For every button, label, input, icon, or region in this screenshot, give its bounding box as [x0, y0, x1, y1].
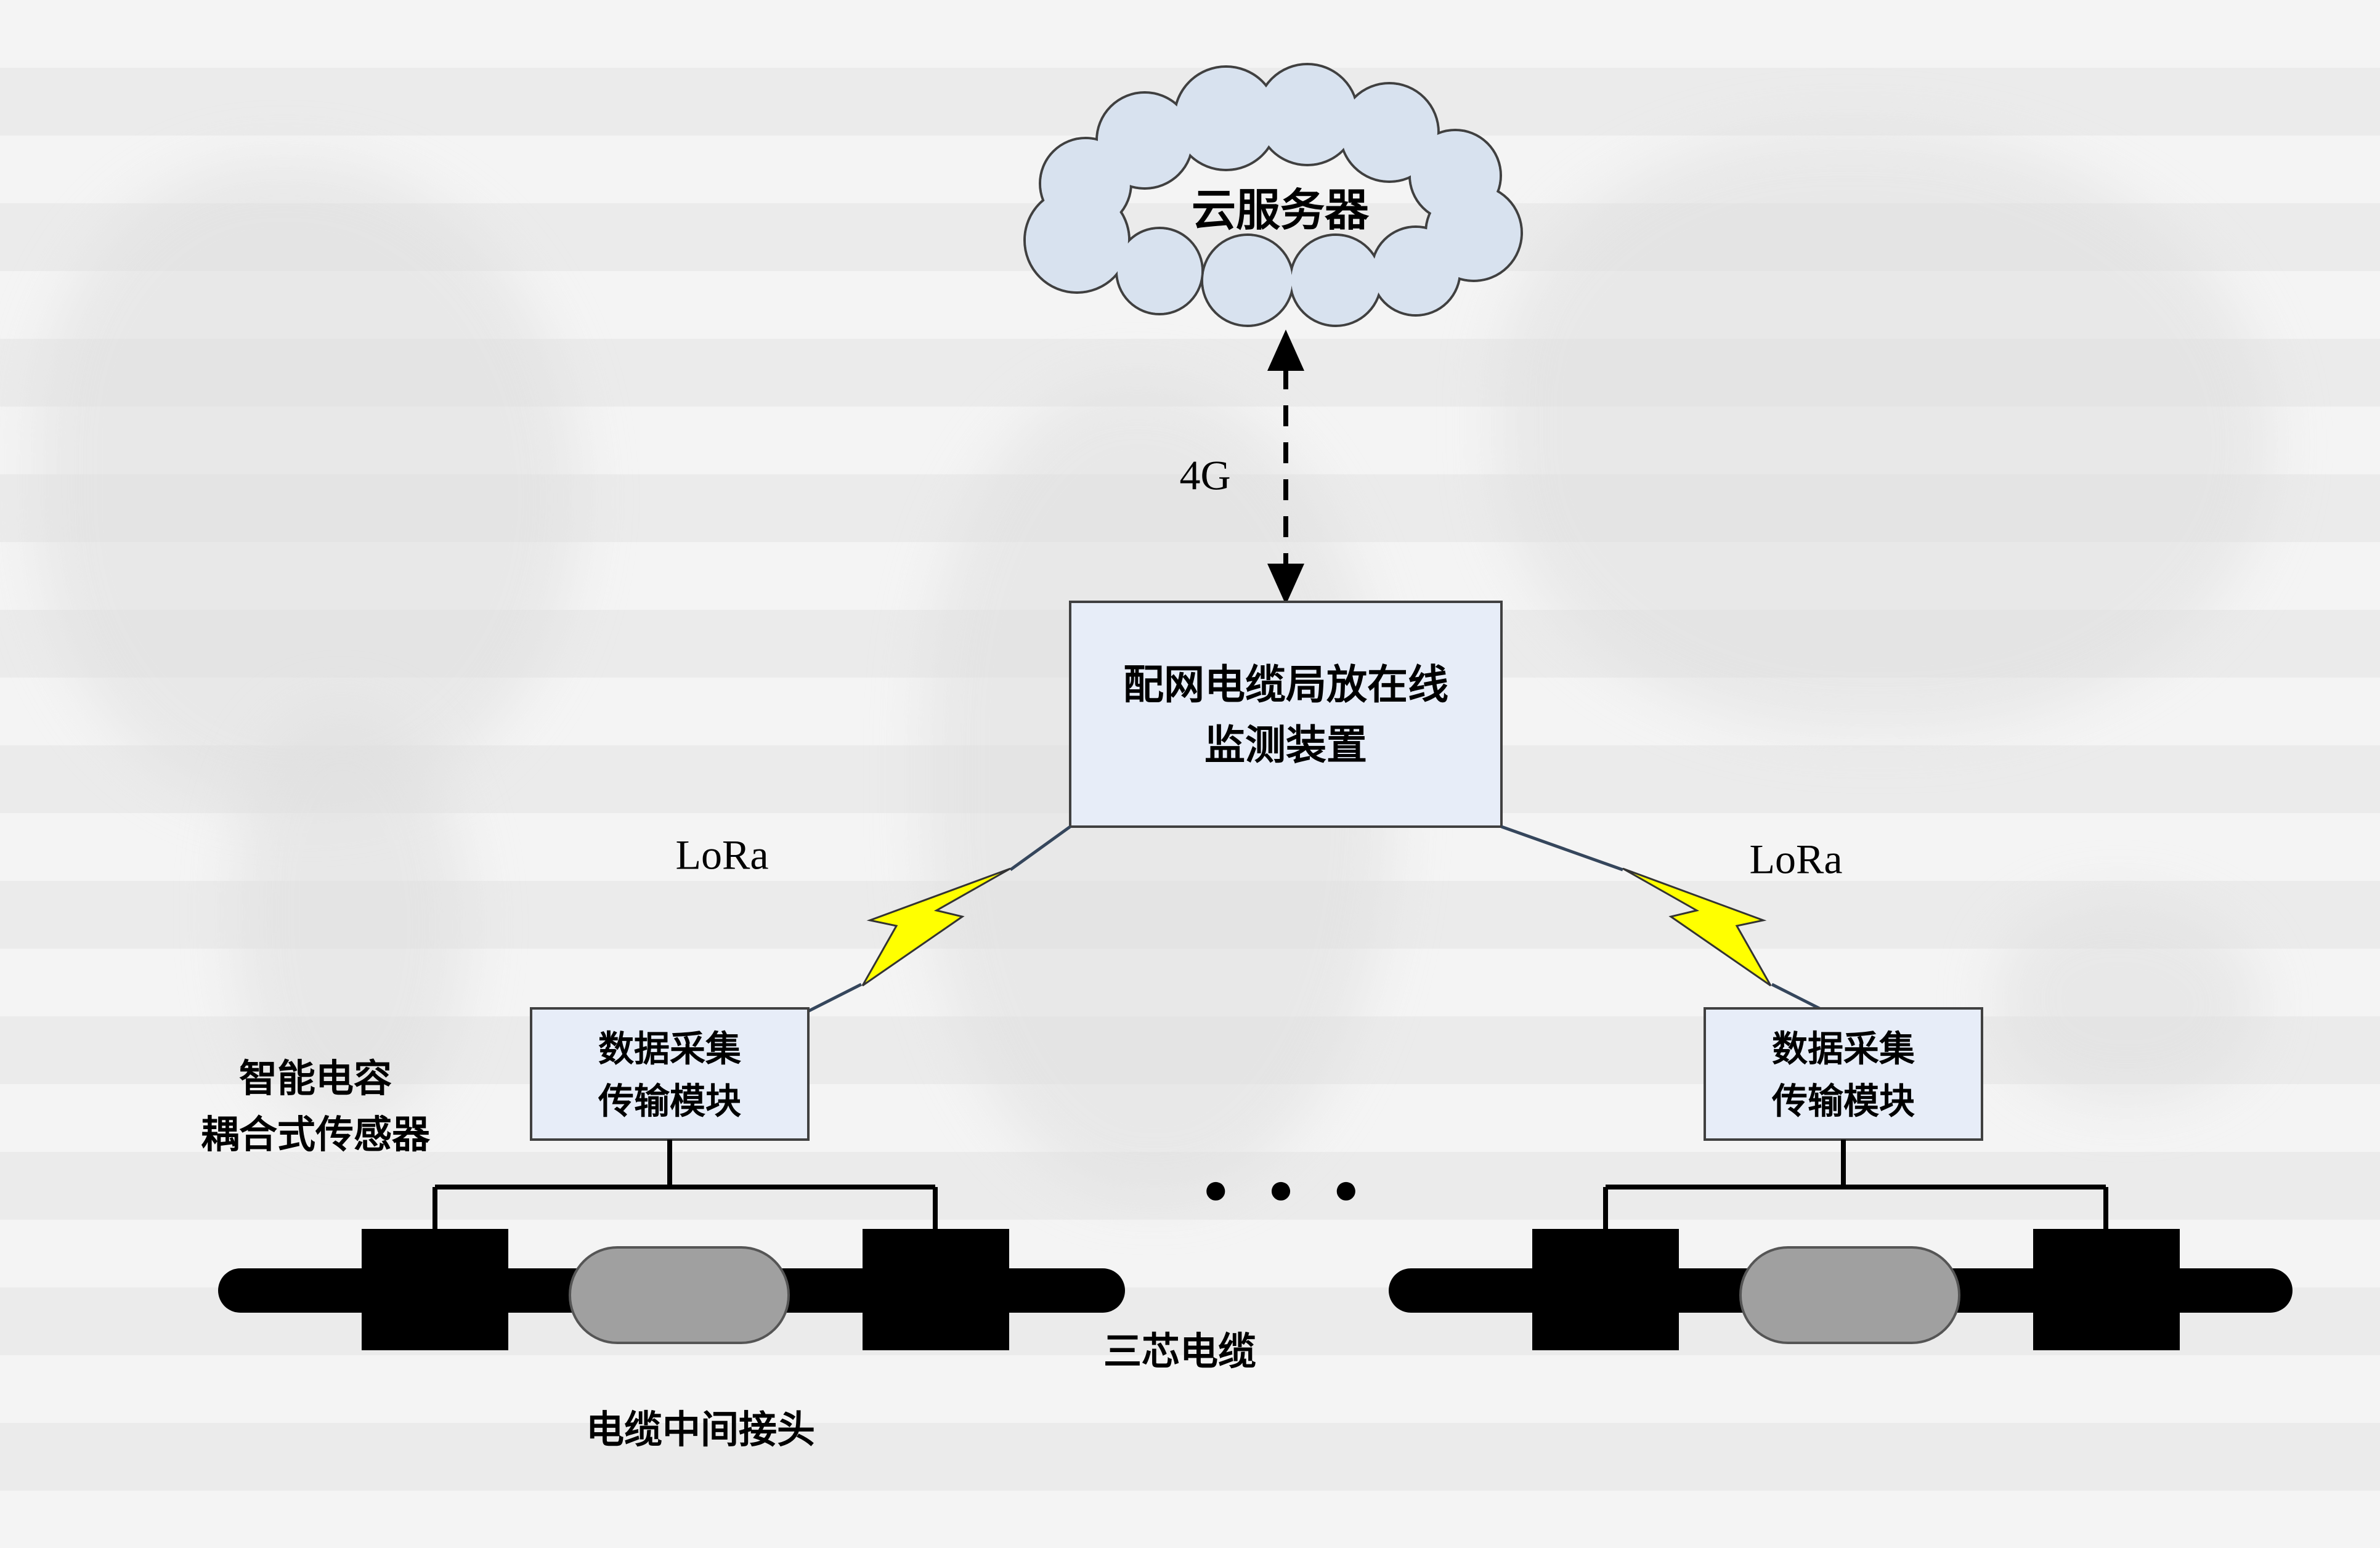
module-right-label-line1: 数据采集 [1771, 1029, 1915, 1069]
sensor-block-right-a [1532, 1229, 1679, 1350]
cable-assembly-right [1389, 1140, 2293, 1350]
cable-assembly-left [218, 1140, 1125, 1350]
cloud-label: 云服务器 [1191, 185, 1370, 235]
map-blob-australia [1996, 899, 2261, 1103]
arrowhead-down-icon [1267, 564, 1304, 605]
sensor-block-left-b [863, 1229, 1009, 1350]
joint-label: 电缆中间接头 [585, 1409, 816, 1452]
module-box-right [1704, 1007, 1983, 1141]
lora-lightning-right-icon [1622, 867, 1772, 987]
module-left-label-line1: 数据采集 [598, 1029, 742, 1069]
connector-bolt-to-module-left [803, 983, 863, 1015]
lora-label-left: LoRa [675, 831, 769, 878]
module-to-sensor-wiring-left [433, 1140, 938, 1232]
map-blob-asia [1497, 129, 2273, 733]
monitor-box-label-line2: 监测装置 [1204, 722, 1367, 768]
arrowhead-up-icon [1267, 330, 1304, 371]
monitor-box [1069, 601, 1503, 828]
cable-joint-right [1739, 1246, 1960, 1344]
sensor-type-label-line2: 耦合式传感器 [200, 1114, 431, 1157]
map-blob-south-america [234, 708, 468, 1127]
sensor-block-right-b [2033, 1229, 2180, 1350]
connector-box-to-bolt-right [1501, 825, 1623, 872]
ellipsis-dots: ● ● ● [1203, 1164, 1373, 1213]
lora-lightning-left-icon [861, 867, 1011, 987]
connector-box-to-bolt-left [1009, 825, 1071, 872]
link-4g-arrow [1267, 330, 1304, 605]
module-to-sensor-wiring-right [1603, 1140, 2108, 1232]
monitor-box-label-line1: 配网电缆局放在线 [1123, 662, 1448, 708]
sensor-type-label-line1: 智能电容 [238, 1058, 392, 1101]
cloud-node [1023, 63, 1523, 327]
cable-type-label: 三芯电缆 [1103, 1331, 1257, 1374]
link-4g-label: 4G [1179, 452, 1231, 499]
module-left-label-line2: 传输模块 [598, 1081, 742, 1122]
cable-joint-left [569, 1246, 790, 1344]
module-box-left [530, 1007, 810, 1141]
module-right-label-line2: 传输模块 [1771, 1081, 1915, 1122]
lora-label-right: LoRa [1749, 835, 1843, 883]
sensor-block-left-a [362, 1229, 508, 1350]
map-blob-north-america [37, 160, 579, 807]
